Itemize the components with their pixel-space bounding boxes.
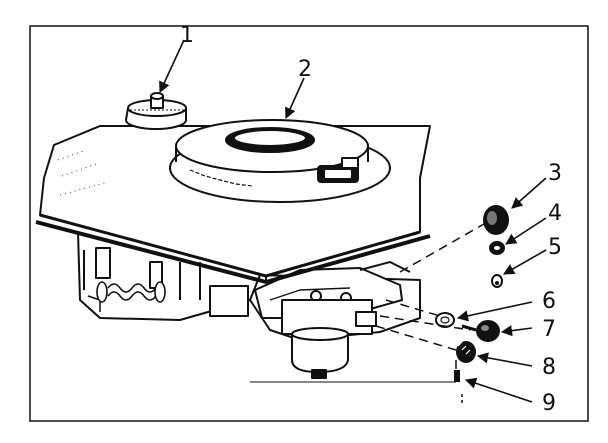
callout-2: 2 xyxy=(298,57,312,82)
callout-4: 4 xyxy=(548,201,562,226)
callout-1: 1 xyxy=(180,23,194,48)
leader-1 xyxy=(159,39,185,94)
part-5-nut xyxy=(491,274,503,288)
leader-lines xyxy=(159,39,547,403)
leader-4 xyxy=(505,217,547,245)
callout-labels: 1 2 3 4 5 6 7 8 9 xyxy=(180,23,562,416)
callout-8: 8 xyxy=(542,355,556,380)
leader-3 xyxy=(511,177,547,209)
governor-spring xyxy=(96,281,166,303)
callout-5: 5 xyxy=(548,235,562,260)
explosion-lines xyxy=(250,223,485,404)
part-7-screw-knob xyxy=(461,320,500,342)
callout-9: 9 xyxy=(542,391,556,416)
part-3-knob xyxy=(483,205,509,235)
leader-9 xyxy=(464,377,533,403)
callout-7: 7 xyxy=(542,317,556,342)
diagram-border xyxy=(29,25,589,422)
exploded-parts xyxy=(435,205,509,382)
part-8-fitting xyxy=(456,341,476,363)
callout-6: 6 xyxy=(542,289,556,314)
callout-3: 3 xyxy=(548,161,562,186)
leader-8 xyxy=(476,352,533,367)
carburetor xyxy=(281,299,377,379)
part-6-ring xyxy=(435,312,455,328)
leader-5 xyxy=(503,249,547,275)
part-9-pin xyxy=(454,370,460,382)
leader-6 xyxy=(456,301,533,322)
recoil-starter xyxy=(169,119,391,203)
oil-fill-cap xyxy=(125,92,187,130)
leader-7 xyxy=(500,325,533,337)
engine-assembly xyxy=(35,92,431,379)
leader-2 xyxy=(285,77,305,120)
part-4-washer xyxy=(489,241,505,255)
